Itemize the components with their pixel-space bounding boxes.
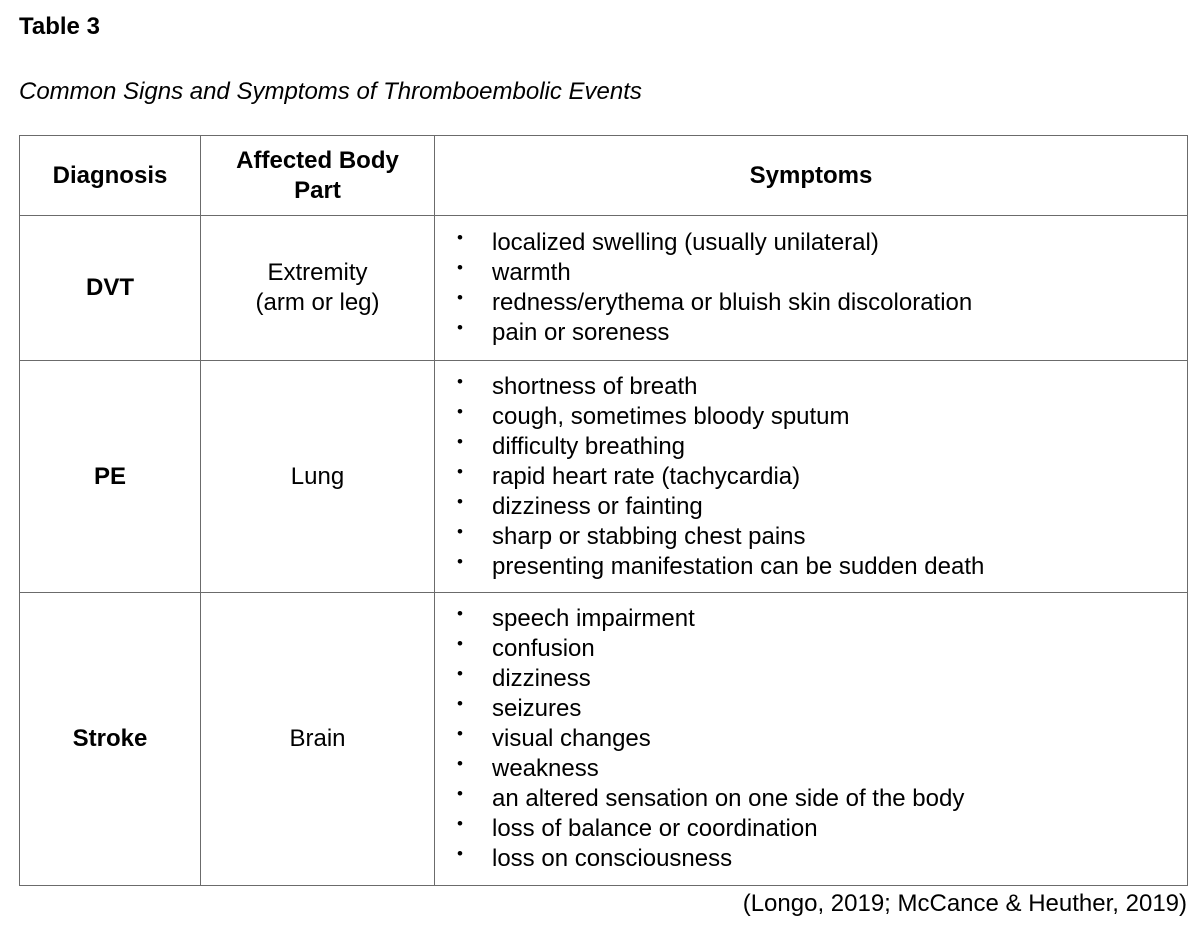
body-part-cell: Lung (200, 360, 435, 593)
symptom-item: warmth (435, 253, 1187, 288)
symptom-item: presenting manifestation can be sudden d… (435, 547, 1187, 582)
symptom-item: redness/erythema or bluish skin discolor… (435, 283, 1187, 318)
column-header-symptoms: Symptoms (434, 135, 1188, 216)
symptom-item: seizures (435, 689, 1187, 724)
symptom-item: pain or soreness (435, 313, 1187, 348)
diagnosis-cell: PE (19, 360, 201, 593)
document-page: Table 3 Common Signs and Symptoms of Thr… (0, 0, 1202, 918)
symptom-item: shortness of breath (435, 367, 1187, 402)
symptom-item: speech impairment (435, 599, 1187, 634)
symptoms-table: Diagnosis Affected Body Part Symptoms DV… (19, 135, 1188, 886)
symptom-item: dizziness (435, 659, 1187, 694)
table-caption: Common Signs and Symptoms of Thromboembo… (19, 78, 642, 105)
symptom-item: an altered sensation on one side of the … (435, 779, 1187, 814)
table-row-dvt: DVT Extremity (arm or leg) localized swe… (19, 215, 1188, 361)
symptom-item: cough, sometimes bloody sputum (435, 397, 1187, 432)
symptom-list: localized swelling (usually unilateral)w… (435, 223, 1187, 348)
body-part-cell: Extremity (arm or leg) (200, 215, 435, 361)
symptom-item: sharp or stabbing chest pains (435, 517, 1187, 552)
column-header-affected-body-part: Affected Body Part (200, 135, 435, 216)
body-part-cell: Brain (200, 592, 435, 886)
symptom-item: loss of balance or coordination (435, 809, 1187, 844)
header-row: Diagnosis Affected Body Part Symptoms (19, 135, 1188, 216)
symptom-item: dizziness or fainting (435, 487, 1187, 522)
symptom-list: speech impairmentconfusiondizzinessseizu… (435, 599, 1187, 874)
symptom-item: visual changes (435, 719, 1187, 754)
column-header-diagnosis: Diagnosis (19, 135, 201, 216)
table-row-stroke: Stroke Brain speech impairmentconfusiond… (19, 592, 1188, 886)
symptom-item: loss on consciousness (435, 839, 1187, 874)
symptom-item: rapid heart rate (tachycardia) (435, 457, 1187, 492)
diagnosis-cell: Stroke (19, 592, 201, 886)
symptoms-cell: speech impairmentconfusiondizzinessseizu… (434, 592, 1188, 886)
diagnosis-cell: DVT (19, 215, 201, 361)
table-label: Table 3 (19, 13, 100, 40)
citation: (Longo, 2019; McCance & Heuther, 2019) (742, 890, 1187, 917)
symptom-item: localized swelling (usually unilateral) (435, 223, 1187, 258)
table-row-pe: PE Lung shortness of breathcough, someti… (19, 360, 1188, 593)
symptoms-cell: localized swelling (usually unilateral)w… (434, 215, 1188, 361)
symptom-list: shortness of breathcough, sometimes bloo… (435, 367, 1187, 582)
symptom-item: weakness (435, 749, 1187, 784)
symptom-item: confusion (435, 629, 1187, 664)
symptoms-cell: shortness of breathcough, sometimes bloo… (434, 360, 1188, 593)
symptom-item: difficulty breathing (435, 427, 1187, 462)
